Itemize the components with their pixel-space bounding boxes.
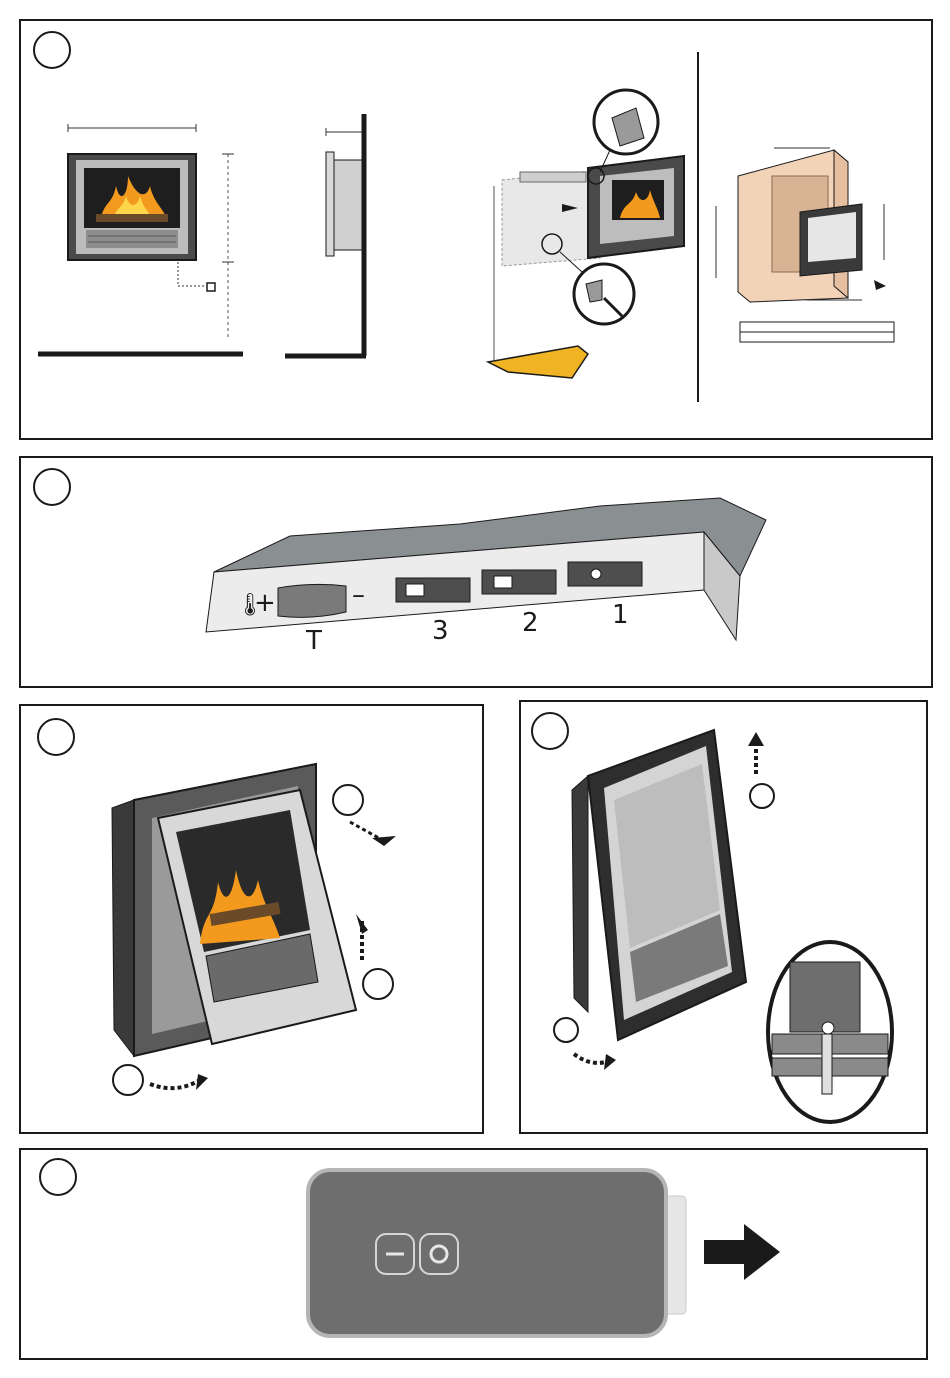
switch-label-3: 3 — [432, 616, 449, 646]
step-number-circle — [531, 712, 569, 750]
switch-label-2: 2 — [522, 608, 539, 638]
panel-installation — [19, 19, 933, 440]
switch-label-1: 1 — [612, 600, 629, 630]
step-number-circle — [33, 468, 71, 506]
panel-remove-frame — [19, 704, 484, 1134]
panel-remote — [19, 1148, 928, 1360]
panel-lift-glass — [519, 700, 928, 1134]
step-number-circle — [33, 31, 71, 69]
minus-sign: – — [352, 580, 365, 610]
step-number-circle — [37, 718, 75, 756]
thermostat-label: T — [306, 626, 322, 656]
step-number-circle — [39, 1158, 77, 1196]
plus-sign: + — [254, 588, 276, 618]
panel-controls — [19, 456, 933, 688]
